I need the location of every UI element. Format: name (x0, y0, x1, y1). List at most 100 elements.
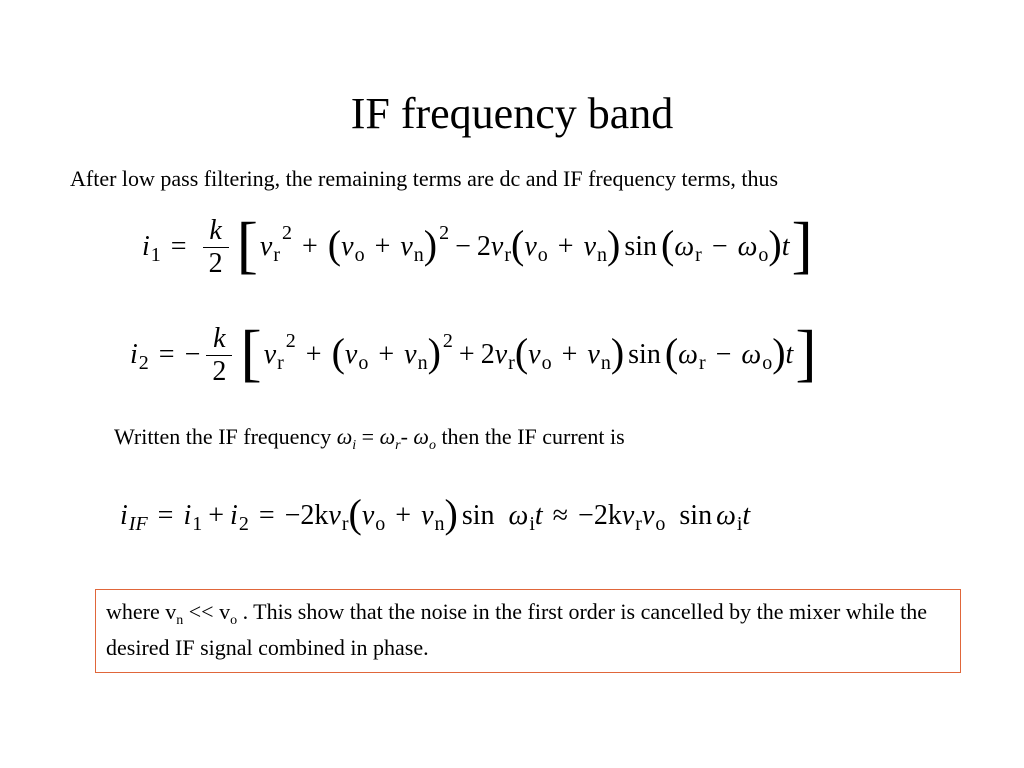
eq2-v: v (404, 339, 417, 370)
eq2-rparen: ) (772, 330, 786, 375)
eq1-rparen: ) (607, 222, 621, 267)
eq1-omega: ω (674, 231, 695, 262)
written-sub-i: i (352, 438, 357, 453)
eq2-v: v (344, 339, 358, 370)
eq3-equals: = (258, 500, 275, 531)
eq2-frac-bar (206, 354, 233, 356)
written-equals: = (361, 424, 375, 449)
eq3-sub-1: 1 (192, 512, 203, 535)
eq1-coef-2: 2 (476, 231, 491, 262)
eq1-equals: = (170, 231, 187, 262)
eq2-t: t (785, 339, 794, 370)
written-sub-o: o (428, 438, 436, 453)
eq1-v: v (400, 231, 413, 262)
eq3-sin: sin (461, 500, 495, 531)
eq1-lhs-sub: 1 (150, 243, 161, 266)
eq3-sub-i: i (736, 512, 743, 535)
written-sub-r: r (395, 438, 401, 453)
eq2-lparen: ( (664, 330, 679, 375)
eq2-lhs-i: i (130, 339, 138, 370)
eq2-omega: ω (678, 339, 698, 370)
eq3-t: t (534, 500, 543, 531)
eq3-approx: ≈ (552, 500, 569, 531)
written-minus: - (400, 424, 408, 449)
eq1-v: v (259, 231, 273, 262)
eq3-coef: −2k (578, 500, 622, 531)
eq1-minus: − (711, 231, 728, 262)
eq3-rparen: ) (444, 491, 458, 536)
eq1-sub-o: o (537, 243, 548, 266)
eq2-sup-2: 2 (285, 329, 296, 352)
eq1-v: v (524, 231, 537, 262)
eq2-fraction: k 2 (206, 322, 233, 388)
eq1-lparen: ( (327, 222, 342, 267)
eq2-lparen: ( (514, 330, 529, 375)
eq1-v: v (583, 231, 597, 262)
eq1-rparen: ) (768, 222, 782, 267)
eq1-sup-2: 2 (439, 221, 450, 244)
if-frequency-definition: Written the IF frequency ωi = ωr- ωo the… (114, 422, 625, 456)
eq2-plus: + (458, 339, 475, 370)
eq3-v: v (421, 500, 434, 531)
eq1-sin: sin (624, 231, 658, 262)
eq2-coef-2: 2 (480, 339, 495, 370)
eq1-t: t (781, 231, 790, 262)
eq2-sub-o: o (541, 351, 552, 374)
eq1-v: v (341, 231, 354, 262)
eq1-lparen: ( (661, 222, 675, 267)
eq1-rparen: ) (423, 222, 438, 267)
eq3-equals: = (157, 500, 174, 531)
eq2-frac-den: 2 (212, 355, 227, 387)
eq3-sub-r: r (341, 512, 349, 535)
eq2-frac-num: k (213, 322, 226, 354)
eq2-sup-2: 2 (442, 329, 453, 352)
eq2-sub-r: r (698, 351, 706, 374)
eq2-v: v (494, 339, 508, 370)
eq2-lparen: ( (331, 330, 345, 375)
eq2-plus: + (305, 339, 322, 370)
eq1-sub-n: n (597, 243, 608, 266)
eq3-sub-i: i (529, 512, 535, 535)
note-rest: . This show that the noise in the first … (106, 599, 928, 660)
eq1-minus: − (455, 231, 471, 262)
eq2-equals: = (158, 339, 175, 370)
eq1-v: v (490, 231, 504, 262)
eq3-sub-o: o (655, 512, 666, 535)
eq3-i: i (230, 500, 238, 531)
eq1-sub-o: o (758, 243, 769, 266)
eq3-sin: sin (679, 500, 713, 531)
eq3-sub-2: 2 (238, 512, 249, 535)
written-omega: ω (336, 424, 353, 449)
eq3-lhs-i: i (120, 500, 128, 531)
eq2-lhs-sub: 2 (138, 351, 149, 374)
written-omega: ω (379, 424, 396, 449)
eq1-frac-den: 2 (208, 247, 223, 279)
eq1-sub-r: r (273, 243, 280, 266)
eq3-coef: −2k (284, 500, 329, 531)
eq1-sub-o: o (354, 243, 365, 266)
eq2-rbracket: ] (795, 317, 817, 388)
eq3-sub-n: n (434, 512, 445, 535)
slide-title: IF frequency band (350, 89, 674, 138)
eq2-lbracket: [ (240, 317, 262, 388)
eq1-lparen: ( (511, 222, 525, 267)
note-box: where vn << vo . This show that the nois… (95, 589, 961, 673)
note-sub-o: o (230, 613, 238, 628)
eq2-sub-o: o (358, 351, 369, 374)
eq1-frac-bar (202, 246, 229, 248)
written-omega: ω (413, 424, 429, 449)
eq3-plus: + (208, 500, 225, 531)
eq2-neg: − (184, 339, 201, 370)
eq3-sub-o: o (375, 512, 386, 535)
eq3-v: v (328, 500, 341, 531)
eq2-omega: ω (741, 339, 762, 370)
eq1-sub-r: r (504, 243, 512, 266)
intro-text: After low pass filtering, the remaining … (70, 166, 779, 191)
eq3-omega: ω (716, 500, 736, 531)
eq1-sup-2: 2 (282, 221, 292, 244)
eq1-plus: + (557, 231, 574, 262)
note-ll: << v (183, 599, 231, 624)
eq3-v: v (361, 500, 375, 531)
